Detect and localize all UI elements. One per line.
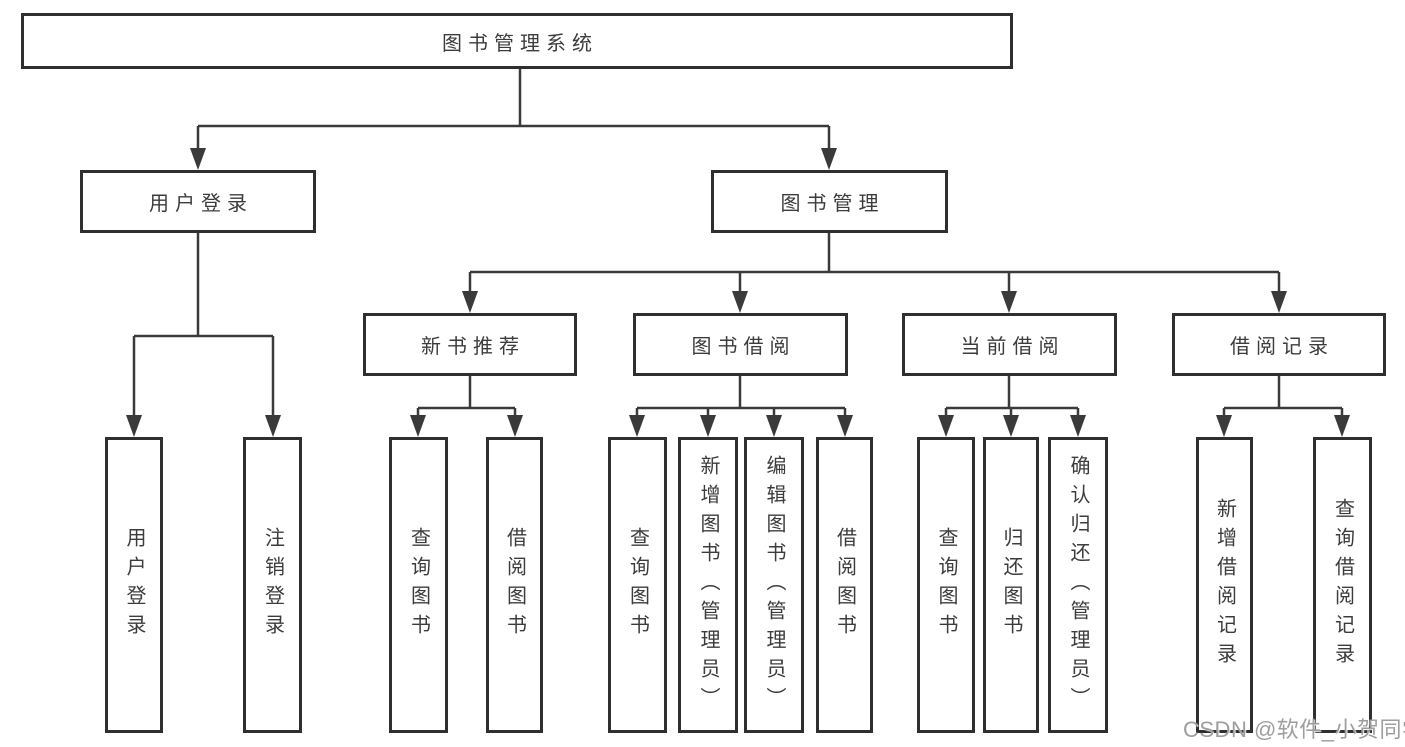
leaf-user-login: 用户登录 <box>105 437 163 733</box>
node-label: 编辑图书（管理员） <box>763 454 785 716</box>
arrow-icon <box>1216 415 1232 437</box>
node-borrow-records: 借阅记录 <box>1172 313 1386 376</box>
node-label: 用户登录 <box>123 527 145 643</box>
arrow-icon <box>700 415 716 437</box>
arrow-icon <box>1070 415 1086 437</box>
leaf-return-books: 归还图书 <box>983 437 1039 733</box>
node-label: 新增图书（管理员） <box>697 454 719 716</box>
node-label: 图书管理系统 <box>442 32 598 55</box>
arrow-icon <box>126 415 142 437</box>
node-label: 确认归还（管理员） <box>1067 454 1089 716</box>
node-label: 新书推荐 <box>421 336 525 358</box>
node-current-borrow: 当前借阅 <box>902 313 1117 376</box>
node-label: 查询图书 <box>626 527 649 643</box>
node-label: 图书借阅 <box>691 336 796 358</box>
connector-book-borrow-children <box>635 376 847 419</box>
node-label: 查询图书 <box>407 527 430 643</box>
leaf-edit-books-admin: 编辑图书（管理员） <box>744 437 804 733</box>
leaf-borrow-query-books: 查询图书 <box>608 437 667 733</box>
arrow-icon <box>1334 415 1350 437</box>
node-book-management: 图书管理 <box>711 170 948 233</box>
node-label: 当前借阅 <box>960 336 1065 358</box>
node-label: 用户登录 <box>149 193 253 215</box>
leaf-query-borrow-record: 查询借阅记录 <box>1313 437 1372 733</box>
node-label: 借阅图书 <box>833 527 856 643</box>
connector-borrow-record-children <box>1222 376 1344 419</box>
arrow-icon <box>462 291 478 313</box>
arrowheads <box>126 148 1350 437</box>
arrow-icon <box>1001 291 1017 313</box>
arrow-icon <box>821 148 837 170</box>
node-label: 归还图书 <box>1000 527 1022 643</box>
arrow-icon <box>507 415 523 437</box>
arrow-icon <box>1003 415 1019 437</box>
leaf-borrow-books: 借阅图书 <box>816 437 873 733</box>
leaf-add-borrow-record: 新增借阅记录 <box>1196 437 1253 733</box>
node-label: 查询借阅记录 <box>1331 498 1354 672</box>
node-label: 查询图书 <box>935 527 957 643</box>
leaf-add-books-admin: 新增图书（管理员） <box>678 437 738 733</box>
arrow-icon <box>732 291 748 313</box>
arrow-icon <box>766 415 782 437</box>
node-label: 借阅图书 <box>503 527 526 643</box>
connector-current-borrow-children <box>944 376 1080 419</box>
arrow-icon <box>265 415 281 437</box>
leaf-newbook-query-books: 查询图书 <box>389 437 448 733</box>
node-new-book-recommend: 新书推荐 <box>363 313 577 376</box>
leaf-confirm-return-admin: 确认归还（管理员） <box>1048 437 1108 733</box>
node-label: 新增借阅记录 <box>1213 498 1236 672</box>
connector-book-mgmt-children <box>468 233 1281 295</box>
arrow-icon <box>837 415 853 437</box>
node-label: 图书管理 <box>780 193 885 215</box>
connector-new-book-children <box>416 376 517 419</box>
leaf-newbook-borrow-books: 借阅图书 <box>486 437 543 733</box>
node-user-login: 用户登录 <box>80 170 316 233</box>
connector-root-to-level2 <box>196 69 831 152</box>
arrow-icon <box>190 148 206 170</box>
node-root-system: 图书管理系统 <box>21 13 1013 69</box>
arrow-icon <box>629 415 645 437</box>
csdn-watermark: CSDN @软件_小贺同学 <box>1183 717 1405 742</box>
arrow-icon <box>938 415 954 437</box>
leaf-logout: 注销登录 <box>243 437 302 733</box>
node-book-borrow: 图书借阅 <box>633 313 848 376</box>
connector-user-login-children <box>132 233 275 419</box>
node-label: 注销登录 <box>261 527 284 643</box>
leaf-current-query-books: 查询图书 <box>917 437 975 733</box>
node-label: 借阅记录 <box>1230 336 1334 358</box>
arrow-icon <box>410 415 426 437</box>
arrow-icon <box>1271 291 1287 313</box>
